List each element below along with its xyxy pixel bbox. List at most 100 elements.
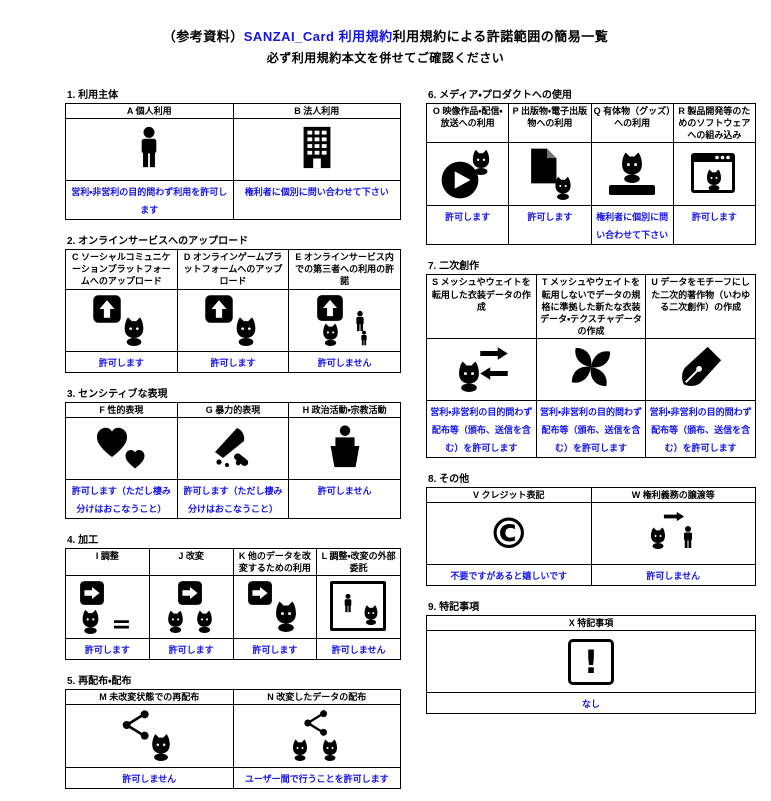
rights-transfer-icon xyxy=(644,509,702,559)
software-window-icon xyxy=(687,149,741,199)
status-link[interactable]: 権利者に個別に問い合わせて下さい xyxy=(244,187,389,198)
cell-header: L 調整・改変の外部委託 xyxy=(316,547,401,576)
knife-icon xyxy=(209,422,257,475)
status-link[interactable]: 許可します xyxy=(84,644,130,655)
cell-header: B 法人利用 xyxy=(232,102,401,120)
upload-game-icon xyxy=(204,294,262,346)
section-3-sensitive-expression: 3. センシティブな表現 F 性的表現 G 暴力的表現 H 政治活動・宗教活動 xyxy=(65,385,401,519)
cell-status: なし xyxy=(426,692,756,715)
page-subtitle: 必ず利用規約本文を併せてご確認ください xyxy=(266,51,505,65)
page-title: （参考資料）SANZAI_Card 利用規約利用規約による許諾範囲の簡易一覧 xyxy=(0,26,771,45)
cell-icon xyxy=(65,118,234,182)
cell-header: E オンラインサービス内での第三者への利用の許諾 xyxy=(288,249,401,290)
cell-icon xyxy=(232,574,318,639)
status-link[interactable]: 許可しません xyxy=(122,774,177,785)
cell-status: 許可します（ただし棲み分けはおこなうこと） xyxy=(176,478,290,519)
status-link[interactable]: 営利・非営利の目的問わず配布等（頒布、送信を含む）を許可します xyxy=(539,407,643,454)
status-link[interactable]: 許可します xyxy=(98,357,144,368)
cell-icon: ! xyxy=(426,630,756,694)
permission-table: I 調整 J 改変 K 他のデータを改変するための利用 L 調整・改変の外部委託… xyxy=(65,547,401,660)
cell-header: M 未改変状態での再配布 xyxy=(65,688,234,706)
status-link[interactable]: 許可します xyxy=(445,212,491,223)
section-label: 7. 二次創作 xyxy=(428,261,480,273)
goods-figurine-icon xyxy=(605,149,659,199)
costume-reuse-icon xyxy=(452,344,510,396)
status-link[interactable]: なし xyxy=(581,699,600,710)
section-label: 5. 再配布・配布 xyxy=(67,675,132,687)
cell-status: 許可しません xyxy=(65,767,234,790)
status-link[interactable]: 許可します（ただし棲み分けはおこなうこと） xyxy=(71,485,171,514)
cell-icon xyxy=(535,338,647,402)
status-link[interactable]: 許可します（ただし棲み分けはおこなうこと） xyxy=(183,485,283,514)
status-link[interactable]: 許可しません xyxy=(317,485,372,496)
status-link[interactable]: ユーザー間で行うことを許可します xyxy=(244,774,389,785)
podium-speech-icon xyxy=(322,423,368,474)
status-link[interactable]: 営利・非営利の目的問わず配布等（頒布、送信を含む）を許可します xyxy=(430,407,533,454)
window-frame xyxy=(329,580,386,631)
cell-header: X 特記事項 xyxy=(426,615,756,632)
adjust-icon: = xyxy=(77,580,137,636)
cell-header: C ソーシャルコミュニケーションプラットフォームへのアップロード xyxy=(65,249,178,290)
status-link[interactable]: 許可します xyxy=(527,212,573,223)
cell-status: 営利・非営利の目的問わず配布等（頒布、送信を含む）を許可します xyxy=(645,400,756,459)
section-label: 4. 加工 xyxy=(67,534,99,546)
cell-icon xyxy=(645,338,756,402)
cell-icon: = xyxy=(65,574,150,639)
copyright-icon: © xyxy=(487,508,530,558)
title-brand-link[interactable]: SANZAI_Card 利用規約 xyxy=(243,29,393,44)
permission-table: A 個人利用 B 法人利用 営利・非営利の目的問わず利用を許可します 権利者 xyxy=(65,102,401,221)
section-label: 6. メディア・プロダクトへの使用 xyxy=(428,90,572,101)
status-link[interactable]: 許可しません xyxy=(331,644,386,655)
section-1-usage-subject: 1. 利用主体 A 個人利用 B 法人利用 xyxy=(65,86,401,221)
status-link[interactable]: 営利・非営利の目的問わず配布等（頒布、送信を含む）を許可します xyxy=(649,407,752,454)
cell-status: 許可しません xyxy=(316,637,401,660)
cell-icon xyxy=(425,142,510,207)
title-suffix: 利用規約による許諾範囲の簡易一覧 xyxy=(392,29,609,44)
section-2-online-upload: 2. オンラインサービスへのアップロード C ソーシャルコミュニケーションプラッ… xyxy=(65,232,401,373)
status-link[interactable]: 許可しません xyxy=(317,357,372,368)
cell-status: 権利者に個別に問い合わせて下さい xyxy=(590,205,674,246)
status-link[interactable]: 許可しません xyxy=(646,571,701,582)
permission-table: C ソーシャルコミュニケーションプラットフォームへのアップロード D オンライン… xyxy=(65,249,401,373)
fanart-pen-icon xyxy=(678,344,724,395)
cell-icon xyxy=(590,502,756,566)
cell-header: D オンラインゲームプラットフォームへのアップロード xyxy=(176,249,290,290)
cell-icon xyxy=(232,118,401,182)
status-link[interactable]: 許可します xyxy=(252,644,298,655)
distribute-modified-icon xyxy=(288,709,346,763)
hearts-icon xyxy=(93,423,149,473)
publication-icon xyxy=(522,147,578,201)
cell-header: A 個人利用 xyxy=(65,102,234,120)
cell-header: G 暴力的表現 xyxy=(176,401,290,418)
cell-icon xyxy=(232,704,401,769)
status-link[interactable]: 許可します xyxy=(691,212,737,223)
left-column: 1. 利用主体 A 個人利用 B 法人利用 xyxy=(65,86,401,801)
status-link[interactable]: 権利者に個別に問い合わせて下さい xyxy=(596,212,669,241)
cell-icon xyxy=(148,574,234,639)
cell-header: V クレジット表記 xyxy=(426,487,592,504)
section-8-others: 8. その他 V クレジット表記 W 権利義務の譲渡等 © xyxy=(426,470,756,587)
title-prefix: （参考資料） xyxy=(162,29,244,44)
section-7-derivative-works: 7. 二次創作 S メッシュやウェイトを転用した衣装データの作成 T メッシュや… xyxy=(426,257,756,459)
cell-status: 許可します xyxy=(672,205,757,246)
status-link[interactable]: 許可します xyxy=(168,644,214,655)
permission-table: M 未改変状態での再配布 N 改変したデータの配布 xyxy=(65,688,401,790)
cell-status: 営利・非営利の目的問わず配布等（頒布、送信を含む）を許可します xyxy=(535,400,647,459)
cell-header: Q 有体物（グッズ）への利用 xyxy=(590,102,674,144)
outsource-icon xyxy=(329,580,388,633)
permission-table: S メッシュやウェイトを転用した衣装データの作成 T メッシュやウェイトを転用し… xyxy=(426,274,756,459)
section-label: 8. その他 xyxy=(428,474,470,486)
cell-status: 許可します xyxy=(176,350,290,373)
status-link[interactable]: 許可します xyxy=(210,357,256,368)
cell-header: H 政治活動・宗教活動 xyxy=(288,401,401,418)
status-link[interactable]: 営利・非営利の目的問わず利用を許可します xyxy=(71,187,228,216)
cell-header: W 権利義務の譲渡等 xyxy=(590,487,756,504)
cell-header: T メッシュやウェイトを転用しないでデータの規格に準拠した新たな衣装データ・テク… xyxy=(535,274,647,340)
costume-new-pinwheel-icon xyxy=(568,344,614,395)
status-link[interactable]: 不要ですがあると嬉しいです xyxy=(450,571,568,582)
cell-header: J 改変 xyxy=(148,547,234,576)
upload-social-icon xyxy=(92,294,150,346)
permission-table: F 性的表現 G 暴力的表現 H 政治活動・宗教活動 xyxy=(65,401,401,519)
cell-header: F 性的表現 xyxy=(65,401,178,418)
